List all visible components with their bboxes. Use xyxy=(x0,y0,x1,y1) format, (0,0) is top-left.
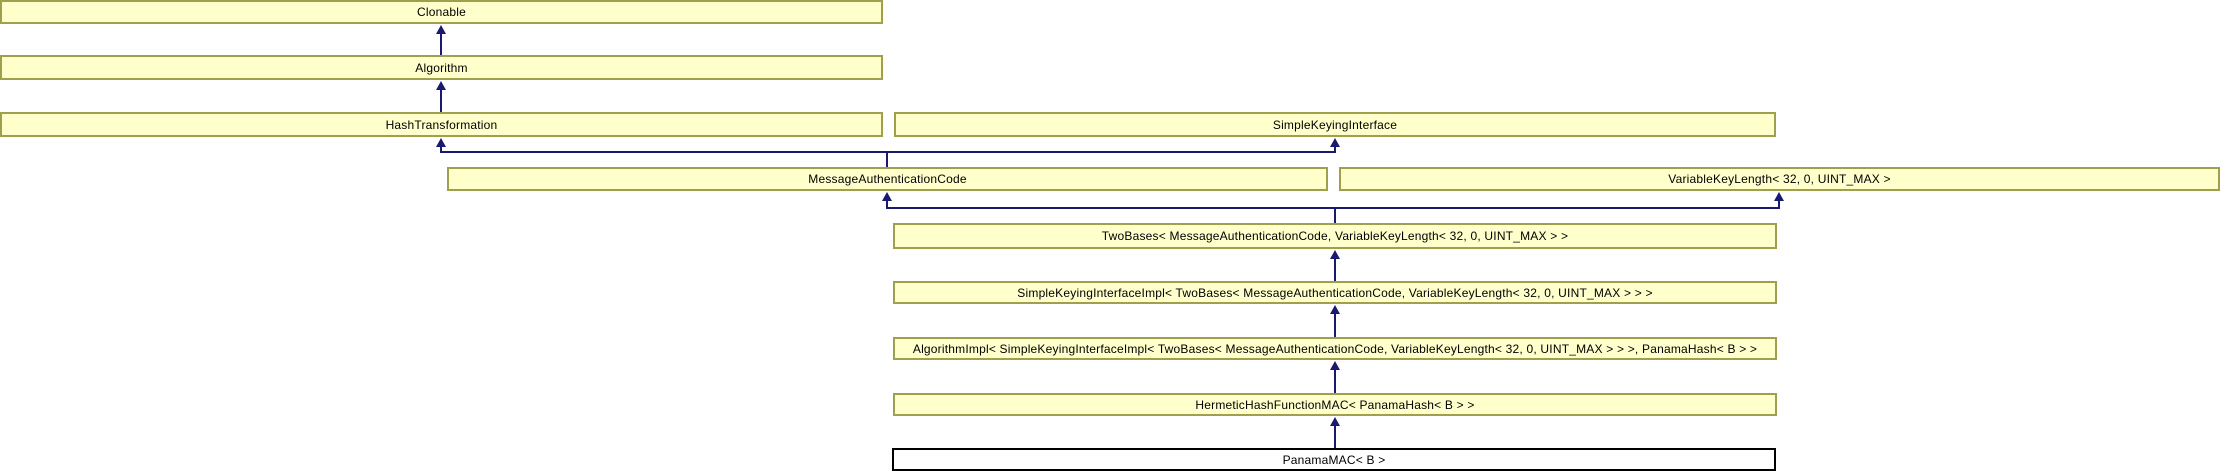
edge-line xyxy=(1334,313,1336,337)
arrowhead-icon xyxy=(1330,305,1340,314)
edge-line xyxy=(440,89,442,112)
edge-line xyxy=(1334,207,1336,223)
edge-line xyxy=(440,33,442,55)
edge-line xyxy=(1334,425,1336,448)
edge-line xyxy=(440,146,442,153)
class-node-message-authentication-code[interactable]: MessageAuthenticationCode xyxy=(447,167,1328,191)
class-node-panama-mac: PanamaMAC< B > xyxy=(892,448,1776,471)
edge-line xyxy=(440,151,1336,153)
arrowhead-icon xyxy=(1774,192,1784,201)
class-node-two-bases[interactable]: TwoBases< MessageAuthenticationCode, Var… xyxy=(893,223,1777,249)
edge-line xyxy=(886,151,888,167)
arrowhead-icon xyxy=(1330,250,1340,259)
class-node-algorithm[interactable]: Algorithm xyxy=(0,55,883,80)
arrowhead-icon xyxy=(882,192,892,201)
arrowhead-icon xyxy=(1330,138,1340,147)
class-node-hash-transformation[interactable]: HashTransformation xyxy=(0,112,883,137)
edge-line xyxy=(886,200,888,209)
edge-line xyxy=(1334,369,1336,393)
class-node-hermetic-hash-function-mac[interactable]: HermeticHashFunctionMAC< PanamaHash< B >… xyxy=(893,393,1777,416)
class-node-simple-keying-interface[interactable]: SimpleKeyingInterface xyxy=(894,112,1776,137)
arrowhead-icon xyxy=(436,25,446,34)
arrowhead-icon xyxy=(1330,361,1340,370)
class-node-clonable[interactable]: Clonable xyxy=(0,0,883,24)
edge-line xyxy=(1334,146,1336,153)
edge-line xyxy=(1778,200,1780,209)
class-node-algorithm-impl[interactable]: AlgorithmImpl< SimpleKeyingInterfaceImpl… xyxy=(893,337,1777,360)
arrowhead-icon xyxy=(436,81,446,90)
arrowhead-icon xyxy=(436,138,446,147)
class-node-simple-keying-interface-impl[interactable]: SimpleKeyingInterfaceImpl< TwoBases< Mes… xyxy=(893,281,1777,304)
arrowhead-icon xyxy=(1330,417,1340,426)
edge-line xyxy=(1334,258,1336,281)
class-node-variable-key-length[interactable]: VariableKeyLength< 32, 0, UINT_MAX > xyxy=(1339,167,2220,191)
edge-line xyxy=(886,207,1780,209)
